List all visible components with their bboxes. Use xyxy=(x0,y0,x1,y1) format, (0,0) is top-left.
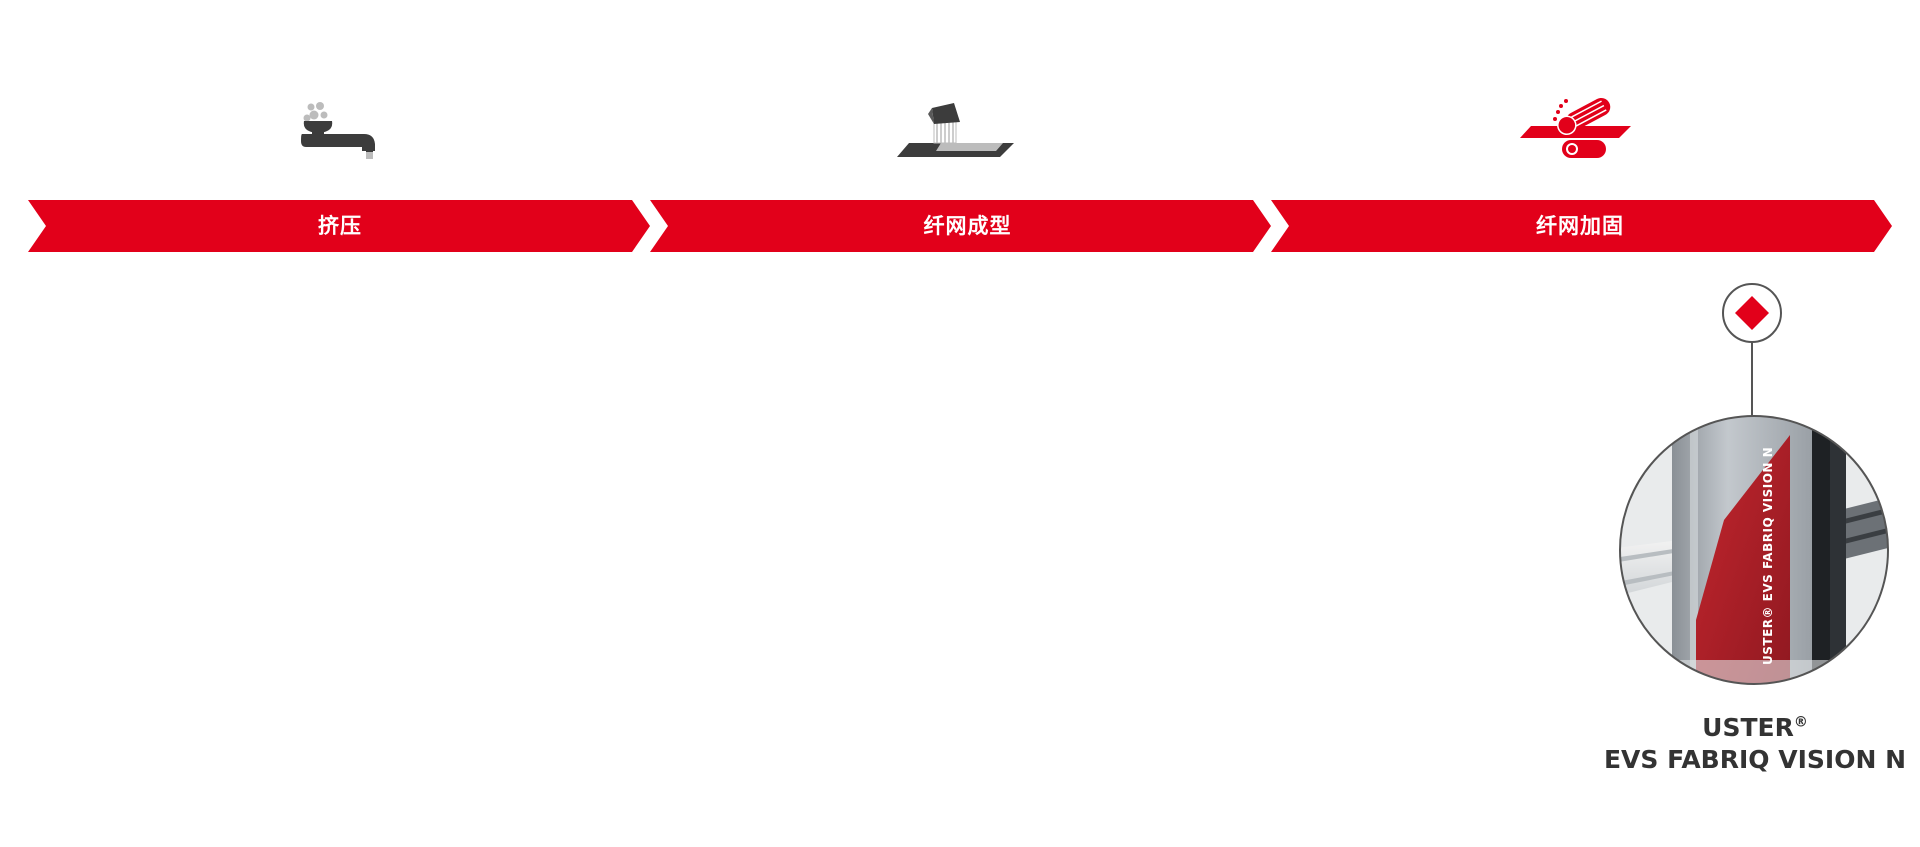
product-side-text: USTER® EVS FABRIQ VISION N xyxy=(1761,447,1775,665)
step-3-label: 纤网加固 xyxy=(1536,214,1624,238)
web-bonding-icon xyxy=(1520,97,1631,158)
diamond-marker-icon xyxy=(1722,283,1782,343)
product-model: EVS FABRIQ VISION N xyxy=(1603,745,1906,774)
product-image: USTER® EVS FABRIQ VISION N xyxy=(1619,415,1889,685)
step-1-label: 挤压 xyxy=(318,214,362,238)
registered-mark: ® xyxy=(1793,714,1808,731)
step-2-arrow xyxy=(650,200,1271,252)
step-2-label: 纤网成型 xyxy=(923,214,1012,238)
extrusion-icon xyxy=(301,102,375,159)
product-name: USTER® EVS FABRIQ VISION N xyxy=(1600,712,1910,776)
step-3-arrow xyxy=(1271,200,1892,252)
product-brand: USTER xyxy=(1702,713,1794,742)
web-forming-icon xyxy=(897,103,1014,157)
step-1-arrow xyxy=(28,200,650,252)
product-brand-line: USTER® xyxy=(1600,712,1910,744)
